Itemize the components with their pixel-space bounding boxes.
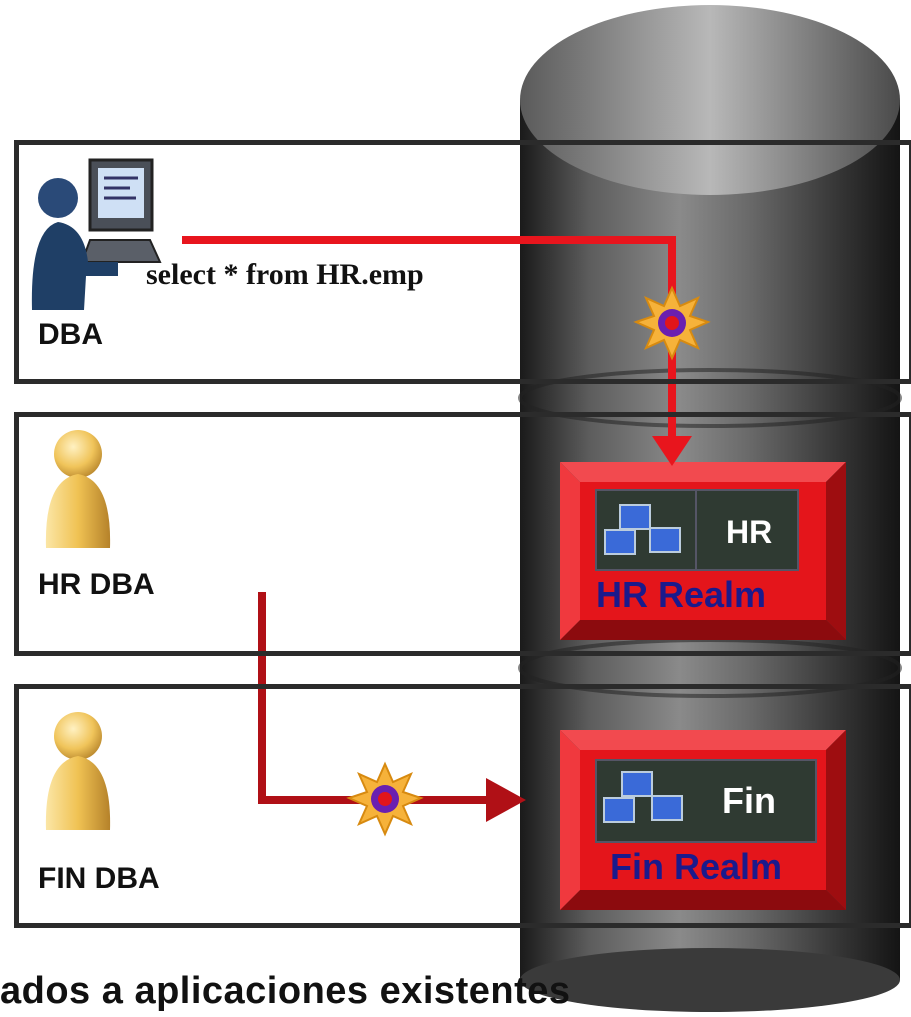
tables-icon <box>603 771 683 823</box>
fin-realm-label: Fin Realm <box>610 846 783 887</box>
user-label-fin-dba: FIN DBA <box>38 862 160 895</box>
fin-realm-block <box>560 730 846 910</box>
fin-schema-label: Fin <box>722 780 776 821</box>
hr-schema-label: HR <box>726 514 773 550</box>
user-label-dba: DBA <box>38 318 103 351</box>
hr-realm-label: HR Realm <box>596 574 767 615</box>
hr-realm-block <box>560 462 846 640</box>
starburst-icon <box>346 761 424 837</box>
starburst-icon <box>633 285 711 361</box>
lane-fin-dba <box>14 684 911 928</box>
cylinder-bottom <box>520 948 900 1012</box>
sql-query-text: select * from HR.emp <box>146 258 424 291</box>
cylinder-seam <box>518 368 902 428</box>
user-icon <box>45 430 111 548</box>
lane-hr-dba <box>14 412 911 656</box>
user-icon <box>45 712 111 830</box>
lane-dba <box>14 140 911 384</box>
workstation-user-icon <box>31 158 162 310</box>
caption-text: ados a aplicaciones existentes <box>0 970 571 1012</box>
user-label-hr-dba: HR DBA <box>38 568 155 601</box>
schema-label-box <box>695 489 799 571</box>
tables-icon <box>604 504 681 555</box>
cylinder-top <box>520 5 900 195</box>
dba-access-arrow <box>182 236 692 466</box>
